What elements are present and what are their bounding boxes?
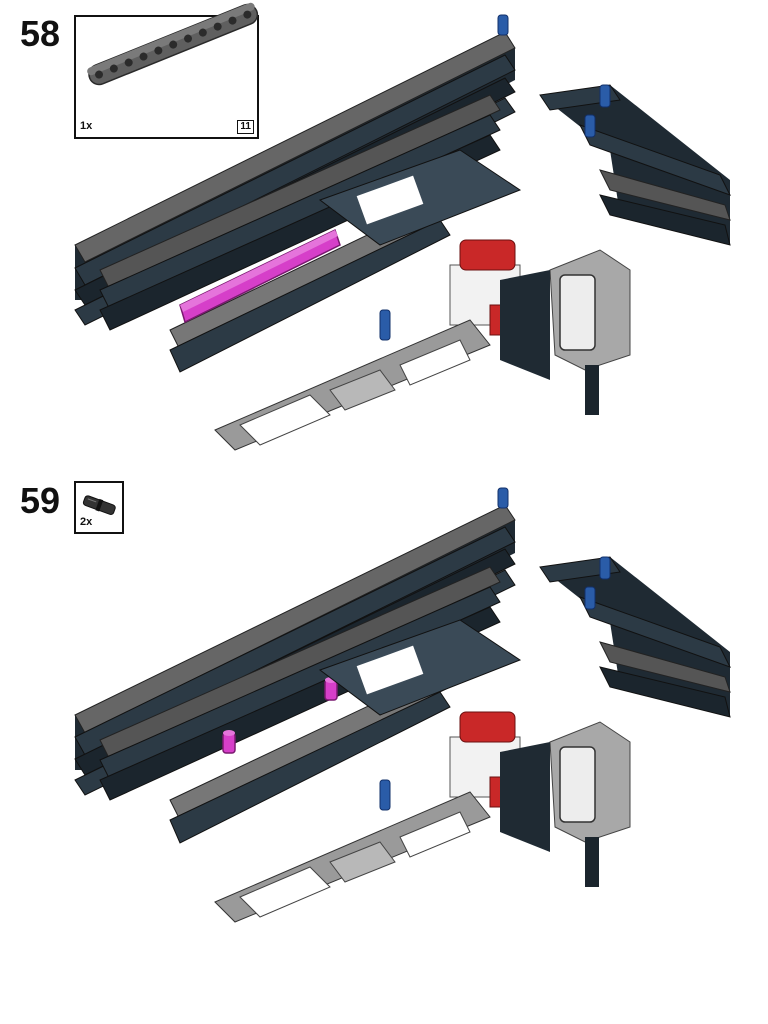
part-quantity: 2x [80, 516, 93, 528]
step-number: 58 [20, 13, 61, 54]
new-pins-highlight [222, 677, 338, 754]
beam-length-label: 11 [237, 120, 254, 134]
part-quantity: 1x [80, 120, 93, 132]
assembly-model [74, 487, 732, 923]
step-number: 59 [20, 480, 61, 521]
step-58: 58 1x 11 [0, 0, 768, 480]
beam-11-icon [87, 2, 259, 86]
connector-pin-icon [82, 495, 116, 515]
step-59: 59 2x [0, 475, 768, 1024]
assembly-model [74, 14, 732, 451]
parts-callout: 2x [74, 481, 124, 534]
parts-callout: 1x 11 [74, 2, 259, 139]
